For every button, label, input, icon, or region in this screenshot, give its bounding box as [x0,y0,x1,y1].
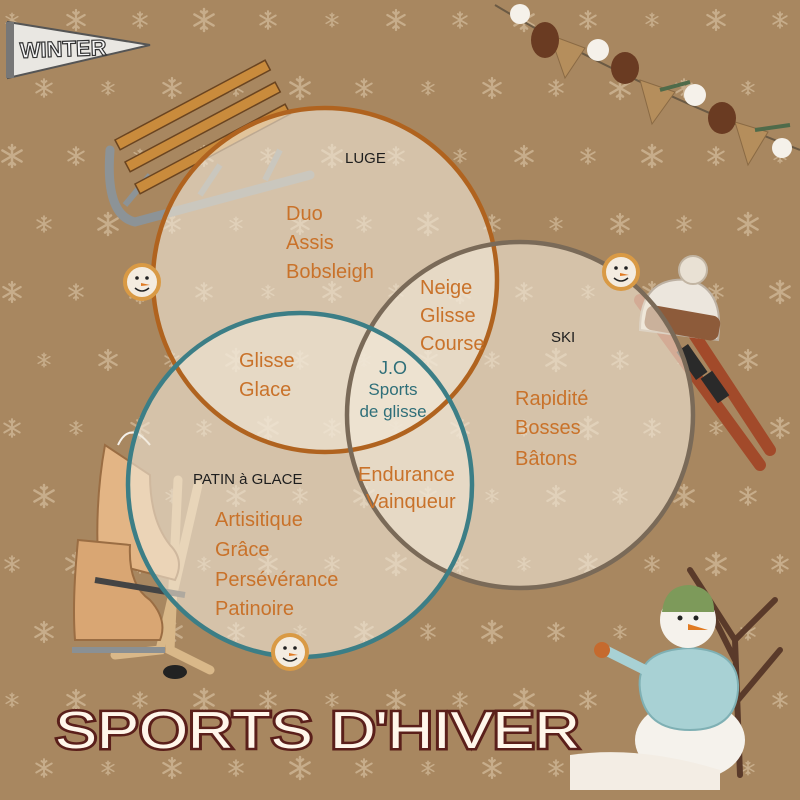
luge-set-label: LUGE [345,150,386,167]
ski-patin-item: Endurance [358,464,455,486]
patin-set-label: PATIN à GLACE [193,471,302,488]
bare-tree-icon [687,567,783,778]
patin-item: Persévérance [215,569,338,591]
patin-item: Patinoire [215,598,294,620]
ski-patin-item: Vainqueur [366,491,456,513]
luge-patin-item: Glisse [239,350,295,372]
luge-item: Assis [286,232,334,254]
snowman-button-icon [602,253,640,291]
snowman-button-icon [271,633,309,671]
snowman-icon [570,585,745,790]
pinecone-garland-icon [494,4,800,167]
pennant-text: WINTER [19,35,107,63]
ski-item: Bâtons [515,448,577,470]
luge-item: Bobsleigh [286,261,374,283]
patin-item: Artisitique [215,509,303,531]
snowman-button-icon [123,263,161,301]
luge-ski-item: Glisse [420,305,476,327]
ski-item: Rapidité [515,388,588,410]
page-title: SPORTS D'HIVER [55,702,580,760]
center-item: J.O [379,358,407,378]
luge-ski-item: Course [420,333,484,355]
ski-set-label: SKI [551,329,575,346]
ski-item: Bosses [515,417,581,439]
winter-pennant: WINTER [6,20,151,80]
ski-ring [344,239,696,591]
center-item: de glisse [359,402,426,421]
patin-item: Grâce [215,539,269,561]
luge-ski-item: Neige [420,277,472,299]
luge-patin-item: Glace [239,379,291,401]
center-item: Sports [368,380,417,399]
patin-circle [128,313,472,657]
luge-item: Duo [286,203,323,225]
